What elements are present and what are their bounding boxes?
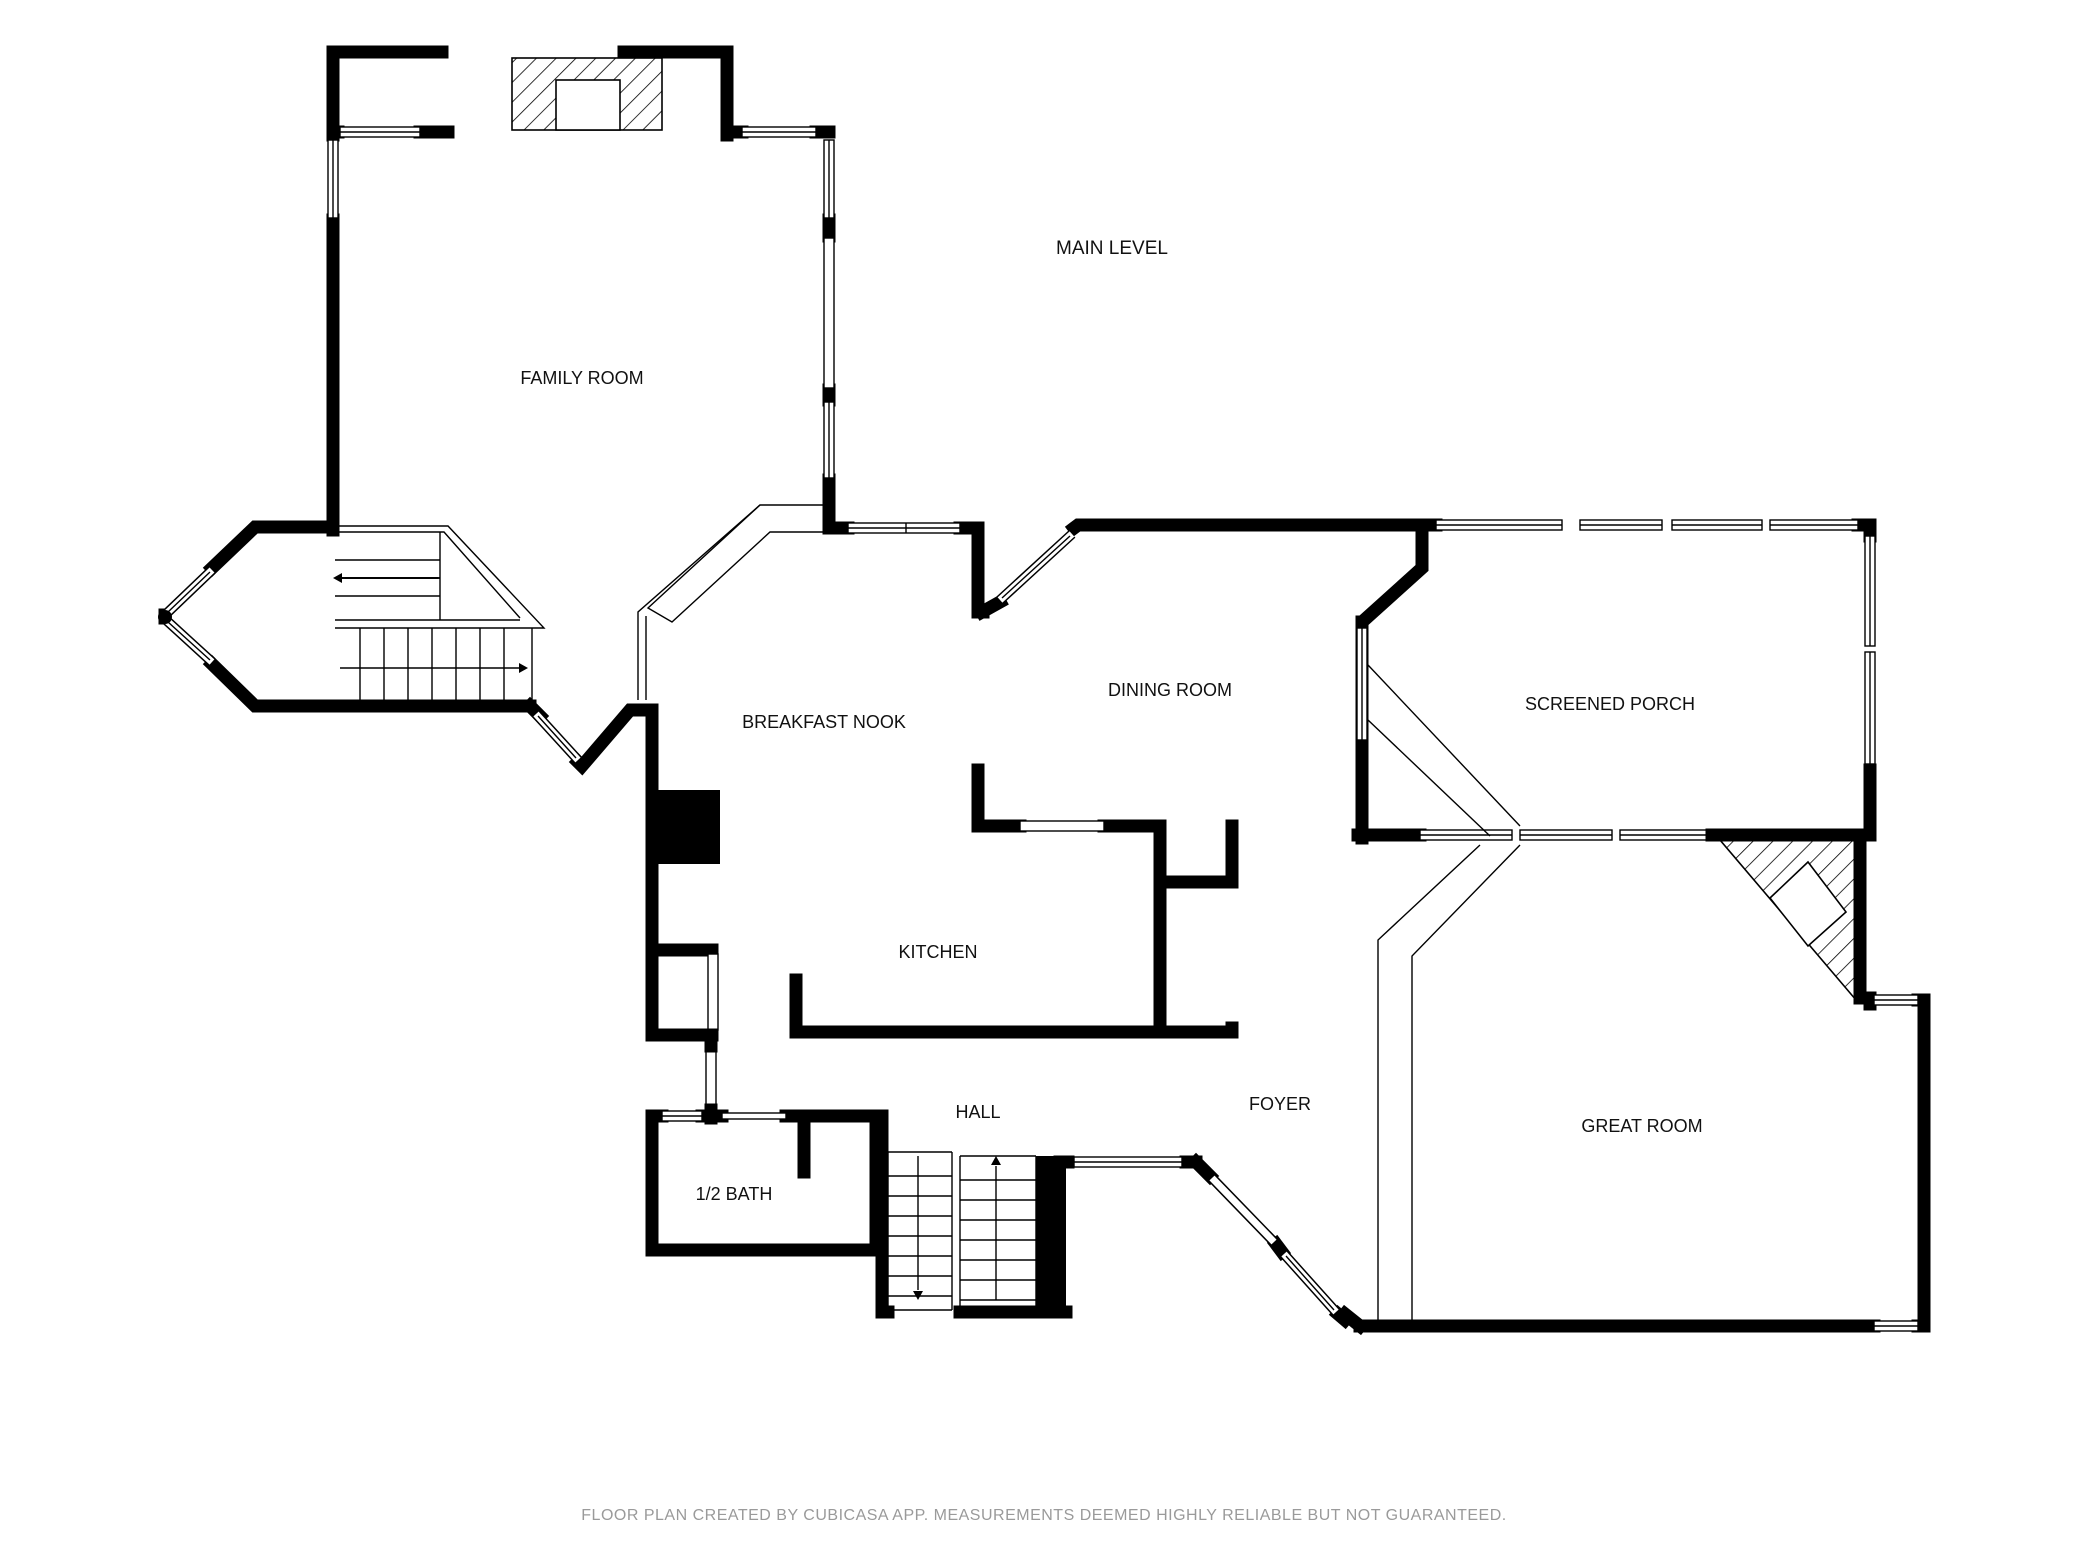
family-room-windows [327, 126, 835, 479]
porch-windows [1356, 519, 1876, 841]
great-room-fireplace [1718, 839, 1857, 1003]
bath-walls [645, 1109, 883, 1257]
room-label-family-room: FAMILY ROOM [520, 368, 643, 388]
room-label-kitchen: KITCHEN [898, 942, 977, 962]
room-label-foyer: FOYER [1249, 1094, 1311, 1114]
nook-walls [645, 521, 1239, 1042]
kitchen-fireplace [652, 790, 720, 864]
left-staircase [333, 525, 546, 702]
hall-window [704, 1028, 718, 1125]
foyer-walls [1053, 1152, 1355, 1330]
family-room-walls [326, 45, 836, 537]
bay-windows [158, 566, 582, 764]
nook-windows [847, 522, 1105, 832]
kitchen-pantry [645, 943, 719, 1042]
level-title: MAIN LEVEL [1056, 238, 1168, 259]
room-label-hall: HALL [955, 1102, 1000, 1122]
foyer-windows [1073, 1156, 1340, 1316]
room-label-screened-porch: SCREENED PORCH [1525, 694, 1695, 714]
porch-diagonal-partition [1367, 664, 1521, 837]
footer-disclaimer: FLOOR PLAN CREATED BY CUBICASA APP. MEAS… [581, 1507, 1506, 1524]
porch-walls [1351, 518, 1877, 845]
dining-windows [996, 530, 1076, 604]
nook-angled-partition [637, 504, 830, 700]
room-label-breakfast-nook: BREAKFAST NOOK [742, 712, 906, 732]
room-label-half-bath: 1/2 BATH [696, 1184, 773, 1204]
room-label-dining-room: DINING ROOM [1108, 680, 1232, 700]
front-staircase [875, 1109, 1073, 1319]
great-room-partition [1377, 844, 1521, 1322]
great-room-windows [1873, 994, 1919, 1332]
room-label-great-room: GREAT ROOM [1581, 1116, 1702, 1136]
bath-windows [661, 1110, 787, 1122]
family-room-fireplace [511, 57, 663, 131]
great-room-walls [1335, 828, 1931, 1336]
